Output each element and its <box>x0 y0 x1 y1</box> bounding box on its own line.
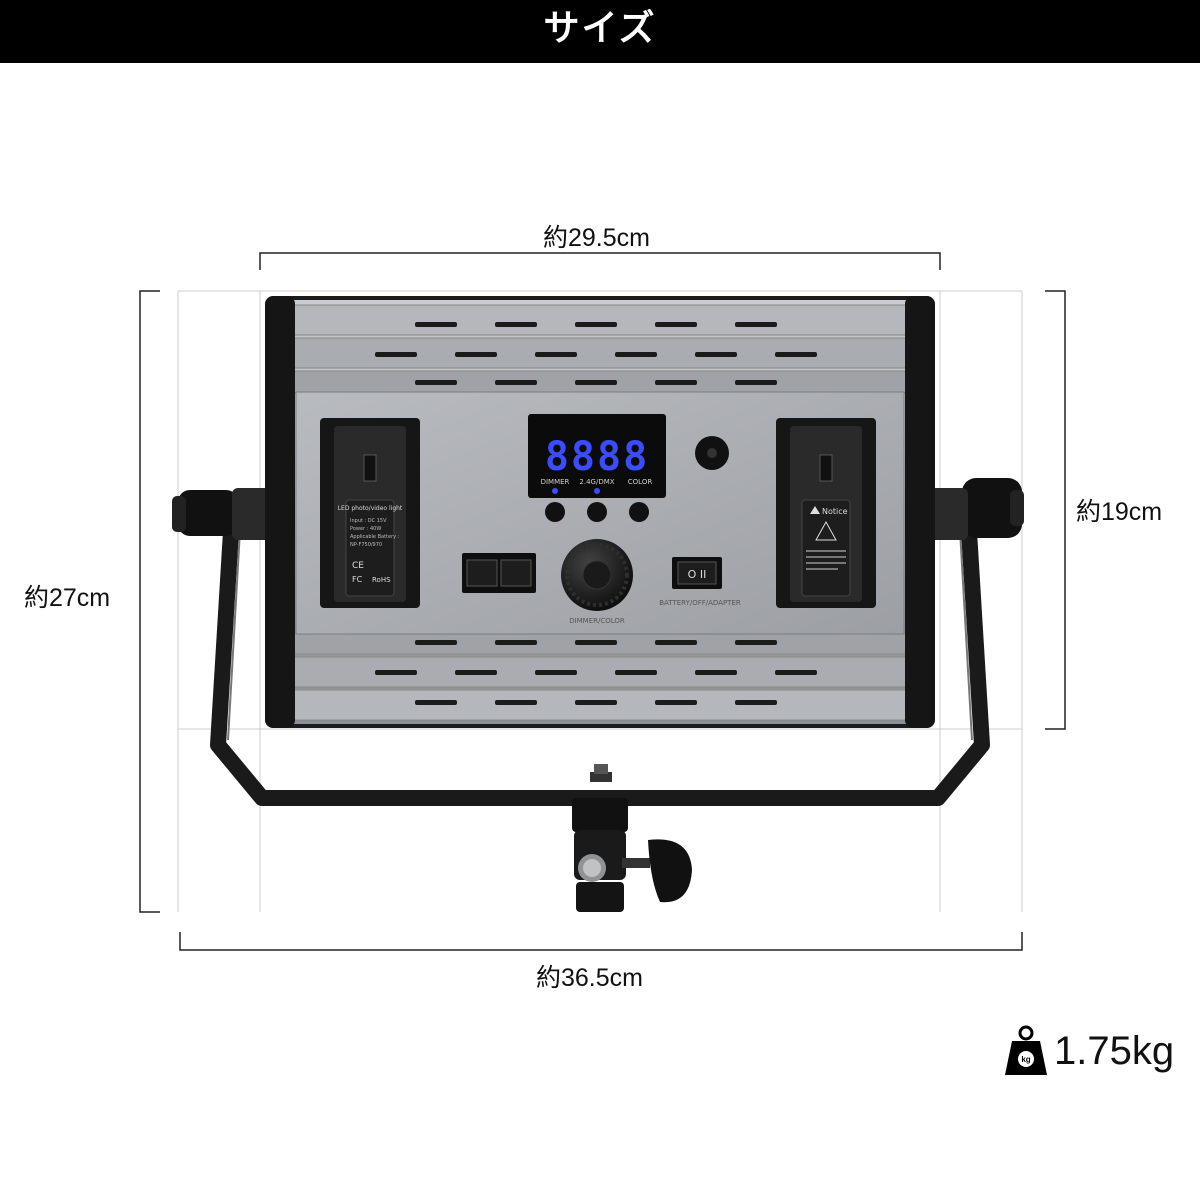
svg-text:Power : 40W: Power : 40W <box>350 526 381 532</box>
switch-label: BATTERY/OFF/ADAPTER <box>659 599 741 607</box>
guide-lines <box>177 290 1023 912</box>
battery-plate-left: LED photo/video light Input : DC 15V Pow… <box>320 418 420 608</box>
svg-text:Input : DC 15V: Input : DC 15V <box>350 518 387 524</box>
page-title: サイズ <box>0 0 1200 63</box>
weight-icon: kg <box>1005 1025 1047 1075</box>
total-width-label: 約36.5cm <box>536 964 643 992</box>
panel-width-label: 約29.5cm <box>543 224 650 252</box>
switch-glyph: O II <box>688 568 707 581</box>
total-height-label: 約27cm <box>24 584 111 612</box>
svg-text:Applicable Battery :: Applicable Battery : <box>350 534 400 540</box>
display-label-dmx: 2.4G/DMX <box>579 478 614 486</box>
dc-jack <box>695 436 729 470</box>
display-digits: 8888 <box>545 434 649 480</box>
rj45-ports <box>462 553 536 593</box>
side-knob-right <box>928 478 1024 540</box>
weight-value: 1.75kg <box>1054 1028 1175 1073</box>
led-display: 8888 DIMMER 2.4G/DMX COLOR <box>528 414 666 498</box>
battery-plate-right: Notice <box>776 418 876 608</box>
svg-text:NP-F750/970: NP-F750/970 <box>350 542 382 548</box>
notice-label: Notice <box>822 507 848 516</box>
weight-info: kg 1.75kg <box>1004 1025 1174 1077</box>
fcc-mark: FC <box>352 575 363 584</box>
dimmer-color-knob: DIMMER/COLOR <box>561 539 633 625</box>
dimension-brackets <box>139 252 1066 951</box>
control-buttons <box>545 502 649 522</box>
power-switch: O II BATTERY/OFF/ADAPTER <box>659 557 741 607</box>
vent-slots <box>375 322 817 705</box>
ce-mark: CE <box>352 561 364 571</box>
dmx-button <box>587 502 607 522</box>
side-knob-left <box>172 488 272 540</box>
knob-label: DIMMER/COLOR <box>569 617 625 625</box>
display-label-dimmer: DIMMER <box>541 478 570 486</box>
rohs-mark: RoHS <box>372 576 391 584</box>
dimmer-button <box>545 502 565 522</box>
ball-head-mount <box>572 764 692 912</box>
svg-text:kg: kg <box>1021 1055 1030 1064</box>
battery-label-left: LED photo/video light <box>338 505 403 512</box>
color-button <box>629 502 649 522</box>
display-label-color: COLOR <box>628 478 653 486</box>
panel-height-label: 約19cm <box>1076 498 1163 526</box>
